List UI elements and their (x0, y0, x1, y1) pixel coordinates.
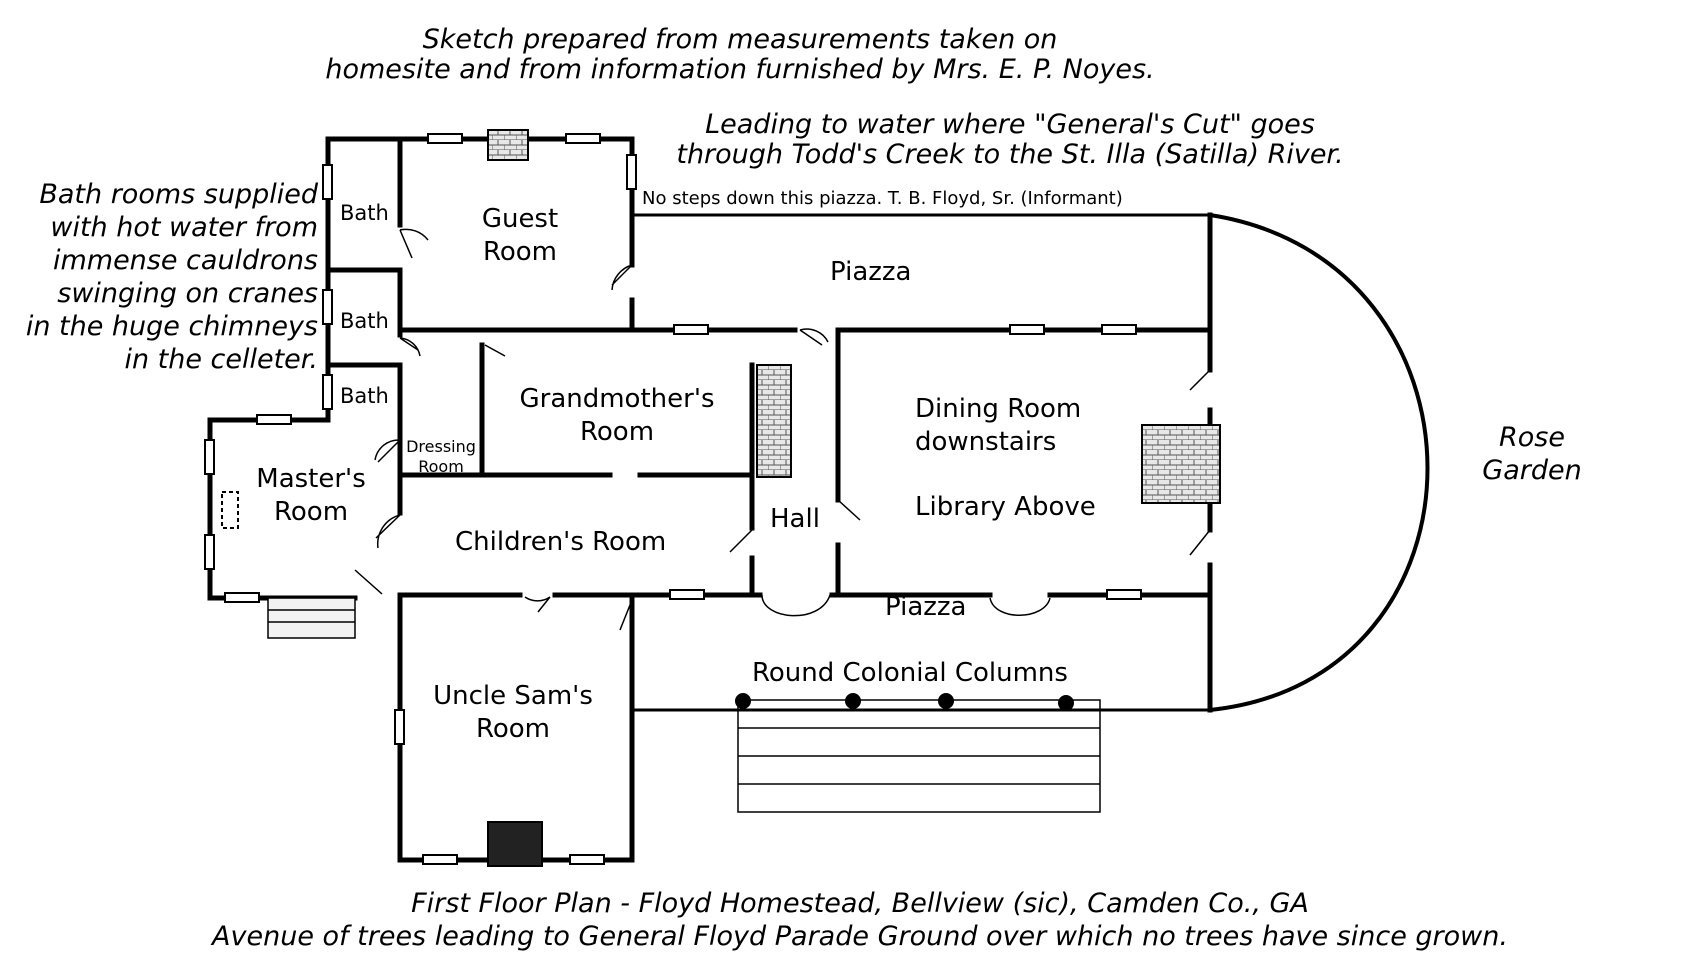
guest-room-label: Guest Room (482, 203, 558, 269)
bath-note-line: immense cauldrons (52, 245, 318, 276)
window (204, 534, 215, 570)
window (1101, 324, 1137, 335)
window (669, 589, 705, 600)
window (322, 374, 333, 410)
rose-garden-label-line: Rose (1499, 422, 1565, 453)
bath-note-line: in the huge chimneys (25, 311, 318, 342)
dining-fireplace (1141, 424, 1221, 504)
door-swing (1189, 529, 1211, 556)
door-swing (619, 599, 633, 631)
grandmother-room-walls (397, 342, 755, 478)
header-line-1: Sketch prepared from measurements taken … (422, 24, 1058, 55)
footer-caption-line: First Floor Plan - Floyd Homestead, Bell… (411, 888, 1309, 919)
hall-chimney (756, 364, 792, 478)
footer-avenue-line: Avenue of trees leading to General Floyd… (212, 921, 1508, 952)
dining-room-label-line: Dining Room (915, 394, 1082, 424)
rose-garden-label: Rose Garden (1482, 421, 1581, 487)
window (204, 439, 215, 475)
dressing-room-label: Dressing Room (406, 437, 476, 477)
door-swing (354, 569, 383, 595)
grandmother-room-label: Grandmother's Room (519, 383, 714, 449)
piazza-north-label: Piazza (830, 257, 912, 287)
dressing-room-label-line: Dressing (406, 437, 476, 456)
door-swing (1189, 369, 1211, 391)
bath-note-line: swinging on cranes (57, 278, 318, 309)
master-room-label-line: Room (273, 497, 349, 527)
door-swing (399, 228, 429, 259)
header-note: Sketch prepared from measurements taken … (325, 25, 1154, 84)
bath-note: Bath rooms supplied with hot water from … (26, 178, 318, 376)
uncle-sam-room-label: Uncle Sam's Room (433, 680, 593, 746)
door-swing (837, 499, 861, 521)
water-note: Leading to water where "General's Cut" g… (676, 110, 1343, 169)
guest-room-label-line: Guest (481, 204, 559, 234)
children-room-label: Children's Room (455, 527, 667, 557)
dining-room-label: Dining Room downstairs (915, 393, 1081, 459)
master-steps (267, 597, 356, 639)
window (394, 709, 405, 745)
bath-note-line: Bath rooms supplied (39, 179, 318, 210)
bath-note-line: with hot water from (50, 212, 318, 243)
master-room-label-line: Master's (256, 464, 366, 494)
hall-stair-curve (761, 594, 831, 617)
window (322, 289, 333, 325)
water-note-line-1: Leading to water where "General's Cut" g… (705, 109, 1315, 140)
column-marker (845, 693, 861, 709)
door-swing (729, 529, 753, 553)
column-marker (1058, 695, 1074, 711)
window (1106, 589, 1142, 600)
uncle-sam-room-label-line: Uncle Sam's (433, 681, 593, 711)
door-swing (375, 514, 401, 549)
window (224, 592, 260, 603)
column-marker (735, 693, 751, 709)
window (565, 133, 601, 144)
columns-label: Round Colonial Columns (752, 658, 1068, 688)
window (256, 414, 292, 425)
grandmother-room-label-line: Grandmother's (519, 384, 715, 414)
piazza-step-curve (989, 597, 1051, 616)
north-piazza-walls (630, 213, 1213, 333)
uncle-sam-room-label-line: Room (475, 714, 551, 744)
header-line-2: homesite and from information furnished … (325, 53, 1155, 85)
window (673, 324, 709, 335)
window (569, 854, 605, 865)
door-swing (374, 439, 401, 463)
footer-caption: First Floor Plan - Floyd Homestead, Bell… (212, 887, 1508, 953)
uncle-sam-fireplace (487, 821, 543, 867)
hall-walls (749, 327, 841, 598)
guest-room-label-line: Room (482, 237, 558, 267)
dressing-room-label-line: Room (418, 457, 464, 476)
door-swing (799, 328, 829, 346)
grandmother-room-label-line: Room (579, 417, 655, 447)
bath-note-line: in the celleter. (124, 344, 318, 375)
front-steps (737, 699, 1101, 813)
rose-garden-label-line: Garden (1482, 455, 1582, 486)
hall-label: Hall (770, 504, 820, 534)
guest-fireplace (487, 129, 529, 161)
rose-garden-curve (1207, 212, 1430, 713)
bath-label-3: Bath (340, 384, 389, 408)
column-marker (938, 693, 954, 709)
piazza-south-label: Piazza (885, 592, 967, 622)
window (427, 133, 463, 144)
steps-note: No steps down this piazza. T. B. Floyd, … (642, 188, 1123, 209)
door-swing (399, 337, 421, 357)
water-note-line-2: through Todd's Creek to the St. Illa (Sa… (676, 138, 1344, 170)
bath-label-1: Bath (340, 201, 389, 225)
dining-room-label-line: downstairs (915, 427, 1057, 457)
door-swing (611, 264, 633, 291)
window (1009, 324, 1045, 335)
library-label: Library Above (915, 492, 1096, 522)
window (422, 854, 458, 865)
bath-label-2: Bath (340, 309, 389, 333)
door-swing (524, 596, 551, 613)
door-swing (484, 344, 506, 357)
bath-column-walls (325, 136, 433, 418)
master-bay (221, 491, 239, 529)
window (626, 154, 637, 190)
window (322, 164, 333, 200)
master-room-label: Master's Room (256, 463, 365, 529)
